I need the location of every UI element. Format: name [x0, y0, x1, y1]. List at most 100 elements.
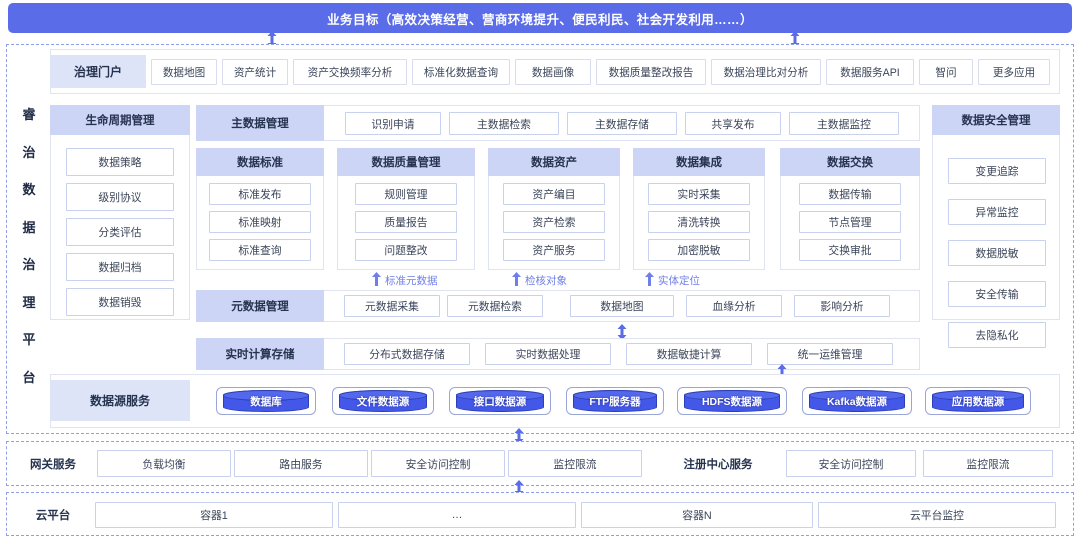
gateway-item-1[interactable]: 路由服务 [234, 450, 368, 477]
portal-app-0[interactable]: 数据地图 [151, 59, 217, 85]
lifecycle-item-0[interactable]: 数据策略 [66, 148, 174, 176]
registry-item-0[interactable]: 安全访问控制 [786, 450, 916, 477]
gateway-item-0[interactable]: 负载均衡 [97, 450, 231, 477]
portal-app-2[interactable]: 资产交换频率分析 [293, 59, 407, 85]
metadata-item-2[interactable]: 数据地图 [570, 295, 674, 317]
vtitle-char-6: 平 [22, 332, 36, 348]
platform-vertical-title: 睿 治 数 据 治 理 平 台 [14, 104, 44, 386]
security-item-1[interactable]: 异常监控 [948, 199, 1046, 225]
vtitle-char-2: 数 [22, 182, 36, 198]
datasource-cylinder-3[interactable]: FTP服务器 [566, 387, 664, 415]
capability-2-item-2[interactable]: 资产服务 [503, 239, 605, 261]
annotation-1: 检核对象 [512, 272, 567, 289]
annotation-2: 实体定位 [645, 272, 700, 289]
gateway-item-3[interactable]: 监控限流 [508, 450, 642, 477]
capability-header-1: 数据质量管理 [337, 148, 475, 176]
gateway-item-2[interactable]: 安全访问控制 [371, 450, 505, 477]
capability-1-item-0[interactable]: 规则管理 [355, 183, 457, 205]
capability-header-3: 数据集成 [633, 148, 765, 176]
master-data-item-4[interactable]: 主数据监控 [789, 112, 899, 135]
master-data-header: 主数据管理 [196, 105, 324, 141]
master-data-item-3[interactable]: 共享发布 [685, 112, 781, 135]
datasource-cylinder-0[interactable]: 数据库 [216, 387, 316, 415]
realtime-item-0[interactable]: 分布式数据存储 [344, 343, 470, 365]
datasource-label-2: 接口数据源 [473, 395, 527, 408]
realtime-header: 实时计算存储 [196, 338, 324, 370]
capability-2-item-0[interactable]: 资产编目 [503, 183, 605, 205]
datasource-label-3: FTP服务器 [589, 395, 641, 408]
master-data-item-1[interactable]: 主数据检索 [449, 112, 559, 135]
datasource-cylinder-4[interactable]: HDFS数据源 [677, 387, 787, 415]
lifecycle-panel [50, 105, 190, 320]
capability-header-0: 数据标准 [196, 148, 324, 176]
arrow-platform-to-gateway [513, 428, 525, 444]
lifecycle-item-4[interactable]: 数据销毁 [66, 288, 174, 316]
realtime-item-2[interactable]: 数据敏捷计算 [626, 343, 752, 365]
capability-3-item-1[interactable]: 清洗转换 [648, 211, 750, 233]
lifecycle-item-1[interactable]: 级别协议 [66, 183, 174, 211]
arrow-up-icon [372, 272, 381, 289]
capability-4-item-2[interactable]: 交换审批 [799, 239, 901, 261]
lifecycle-item-2[interactable]: 分类评估 [66, 218, 174, 246]
master-data-item-0[interactable]: 识别申请 [345, 112, 441, 135]
vtitle-char-3: 据 [22, 219, 36, 235]
arrow-up-icon [512, 272, 521, 289]
capability-1-item-2[interactable]: 问题整改 [355, 239, 457, 261]
realtime-item-1[interactable]: 实时数据处理 [485, 343, 611, 365]
datasource-cylinder-1[interactable]: 文件数据源 [332, 387, 434, 415]
capability-1-item-1[interactable]: 质量报告 [355, 211, 457, 233]
vtitle-char-0: 睿 [22, 107, 36, 122]
cloud-item-2[interactable]: 容器N [581, 502, 813, 528]
annotation-2-label: 实体定位 [658, 275, 700, 287]
capability-0-item-2[interactable]: 标准查询 [209, 239, 311, 261]
capability-4-item-1[interactable]: 节点管理 [799, 211, 901, 233]
arrow-banner-to-portal-right [789, 31, 801, 48]
datasource-label: 数据源服务 [50, 380, 190, 421]
portal-app-6[interactable]: 数据治理比对分析 [711, 59, 821, 85]
capability-4-item-0[interactable]: 数据传输 [799, 183, 901, 205]
datasource-cylinder-5[interactable]: Kafka数据源 [802, 387, 912, 415]
metadata-item-0[interactable]: 元数据采集 [344, 295, 440, 317]
portal-app-4[interactable]: 数据画像 [515, 59, 591, 85]
datasource-cylinder-2[interactable]: 接口数据源 [449, 387, 551, 415]
portal-app-7[interactable]: 数据服务API [826, 59, 914, 85]
lifecycle-header: 生命周期管理 [50, 105, 190, 135]
capability-header-4: 数据交换 [780, 148, 920, 176]
capability-2-item-1[interactable]: 资产检索 [503, 211, 605, 233]
metadata-item-1[interactable]: 元数据检索 [447, 295, 543, 317]
capability-3-item-2[interactable]: 加密脱敏 [648, 239, 750, 261]
capability-0-item-0[interactable]: 标准发布 [209, 183, 311, 205]
capability-header-2: 数据资产 [488, 148, 620, 176]
security-item-2[interactable]: 数据脱敏 [948, 240, 1046, 266]
portal-app-9[interactable]: 更多应用 [978, 59, 1050, 85]
registry-label: 注册中心服务 [683, 459, 753, 471]
capability-3-item-0[interactable]: 实时采集 [648, 183, 750, 205]
datasource-label-5: Kafka数据源 [826, 395, 888, 408]
cloud-item-3[interactable]: 云平台监控 [818, 502, 1056, 528]
gateway-label: 网关服务 [30, 459, 76, 471]
lifecycle-item-3[interactable]: 数据归档 [66, 253, 174, 281]
master-data-item-2[interactable]: 主数据存储 [567, 112, 677, 135]
metadata-item-4[interactable]: 影响分析 [794, 295, 890, 317]
vtitle-char-1: 治 [22, 144, 36, 160]
cloud-item-1[interactable]: … [338, 502, 576, 528]
metadata-item-3[interactable]: 血缘分析 [686, 295, 782, 317]
capability-0-item-1[interactable]: 标准映射 [209, 211, 311, 233]
cloud-item-0[interactable]: 容器1 [95, 502, 333, 528]
realtime-item-3[interactable]: 统一运维管理 [767, 343, 893, 365]
portal-app-8[interactable]: 智问 [919, 59, 973, 85]
security-item-0[interactable]: 变更追踪 [948, 158, 1046, 184]
datasource-label-0: 数据库 [250, 395, 282, 408]
security-header: 数据安全管理 [932, 105, 1060, 135]
portal-app-1[interactable]: 资产统计 [222, 59, 288, 85]
security-item-4[interactable]: 去隐私化 [948, 322, 1046, 348]
datasource-cylinder-6[interactable]: 应用数据源 [925, 387, 1031, 415]
portal-app-5[interactable]: 数据质量整改报告 [596, 59, 706, 85]
datasource-label-1: 文件数据源 [356, 395, 410, 408]
datasource-label-4: HDFS数据源 [701, 395, 763, 408]
registry-item-1[interactable]: 监控限流 [923, 450, 1053, 477]
vtitle-char-5: 理 [22, 294, 36, 310]
portal-app-3[interactable]: 标准化数据查询 [412, 59, 510, 85]
security-item-3[interactable]: 安全传输 [948, 281, 1046, 307]
vtitle-char-4: 治 [22, 257, 36, 273]
